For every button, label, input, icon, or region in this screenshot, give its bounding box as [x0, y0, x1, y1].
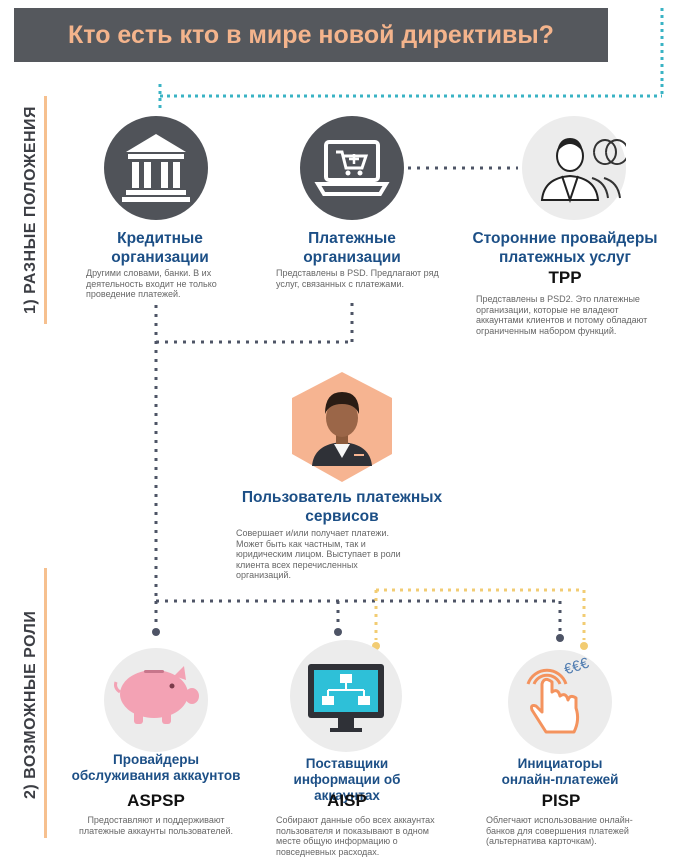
aisp-circle: [290, 640, 402, 752]
aspsp-desc: Предоставляют и поддерживают платежные а…: [78, 815, 234, 836]
connector-dot: [334, 628, 342, 636]
connector-roles-yellow: [374, 588, 586, 640]
laptop-cart-icon: [314, 140, 390, 196]
people-group-icon: [540, 138, 626, 204]
tpp-abbr: TPP: [548, 268, 582, 287]
aisp-abbr: AISP: [327, 791, 367, 810]
connector-dot: [580, 642, 588, 650]
page-title: Кто есть кто в мире новой директивы?: [68, 21, 554, 49]
tpp-desc: Представлены в PSD2. Это платежные орган…: [476, 294, 648, 336]
pisp-circle: €€€: [508, 650, 612, 754]
section-bar-roles: [44, 568, 47, 838]
connector-teal-down: [158, 8, 664, 112]
pisp-desc: Облегчают использование онлайн-банков дл…: [486, 815, 633, 846]
connector-roles-dark-down: [154, 601, 340, 624]
section-label-positions: 1) РАЗНЫЕ ПОЛОЖЕНИЯ: [22, 105, 39, 315]
connector-dot: [152, 628, 160, 636]
hand-tap-euro-icon: [526, 668, 580, 734]
payment-title: Платежные организации: [303, 230, 401, 266]
payment-circle: [300, 116, 404, 220]
monitor-diagram-icon: [308, 664, 384, 732]
pisp-abbr: PISP: [541, 791, 581, 810]
connector-bridge: [156, 298, 354, 344]
connector-roles-dark: [156, 599, 562, 632]
aspsp-circle: [104, 648, 208, 752]
connector-dot: [556, 634, 564, 642]
aspsp-abbr: ASPSP: [127, 791, 185, 810]
tpp-title: Сторонние провайдеры платежных услуг: [472, 230, 658, 266]
aisp-desc: Собирают данные обо всех аккаунтах польз…: [276, 815, 435, 857]
section-label-roles: 2) ВОЗМОЖНЫЕ РОЛИ: [22, 610, 39, 800]
header-banner: Кто есть кто в мире новой директивы?: [14, 8, 608, 62]
tpp-circle: [522, 116, 626, 220]
payment-desc: Представлены в PSD. Предлагают ряд услуг…: [276, 268, 439, 289]
section-bar-positions: [44, 96, 47, 324]
aisp-title: Поставщики информации об аккаунтах: [293, 756, 401, 803]
user-title: Пользователь платежных сервисов: [241, 489, 443, 525]
user-desc: Совершает и/или получает платежи. Может …: [236, 528, 401, 580]
credit-title: Кредитные организации: [111, 230, 209, 266]
piggy-bank-icon: [114, 666, 199, 724]
credit-desc: Другими словами, банки. В их деятельност…: [86, 268, 217, 299]
connector-teal: [158, 84, 664, 98]
credit-circle: [104, 116, 208, 220]
pisp-title: Инициаторы онлайн-платежей: [501, 756, 619, 787]
aspsp-title: Провайдеры обслуживания аккаунтов: [71, 752, 241, 783]
bank-icon: [122, 134, 190, 202]
